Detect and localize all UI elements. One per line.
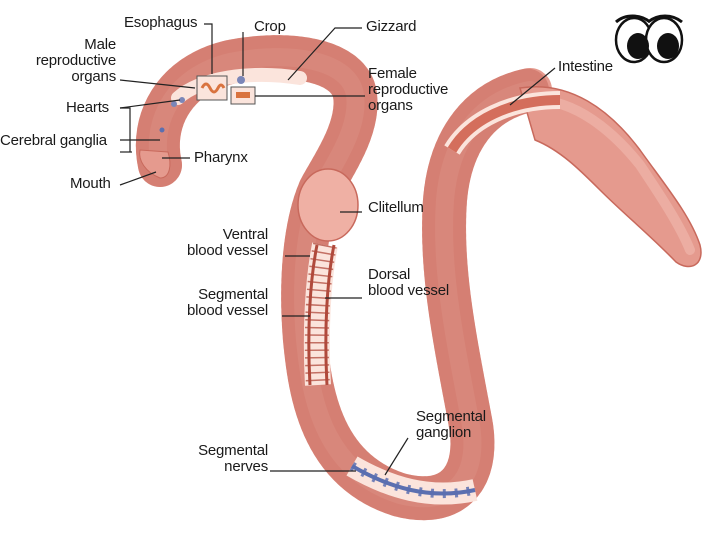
label-crop: Crop	[254, 19, 286, 35]
label-cerebral-ganglia: Cerebral ganglia	[0, 133, 107, 149]
label-segmental-blood-vessel: Segmental blood vessel	[168, 287, 268, 319]
label-segmental-nerves: Segmental nerves	[168, 443, 268, 475]
label-ventral-blood-vessel: Ventral blood vessel	[168, 227, 268, 259]
label-female-reproductive-organs: Female reproductive organs	[368, 66, 448, 114]
label-hearts: Hearts	[66, 100, 109, 116]
label-mouth: Mouth	[70, 176, 111, 192]
cartoon-eyes-icon	[616, 16, 682, 62]
label-male-reproductive-organs: Male reproductive organs	[20, 37, 116, 85]
clitellum-band	[298, 169, 358, 241]
vessel-cutaway	[309, 245, 334, 385]
label-gizzard: Gizzard	[366, 19, 416, 35]
label-segmental-ganglion: Segmental ganglion	[416, 409, 486, 441]
label-clitellum: Clitellum	[368, 200, 424, 216]
label-pharynx: Pharynx	[194, 150, 248, 166]
label-esophagus: Esophagus	[124, 15, 197, 31]
label-intestine: Intestine	[558, 59, 613, 75]
label-dorsal-blood-vessel: Dorsal blood vessel	[368, 267, 449, 299]
